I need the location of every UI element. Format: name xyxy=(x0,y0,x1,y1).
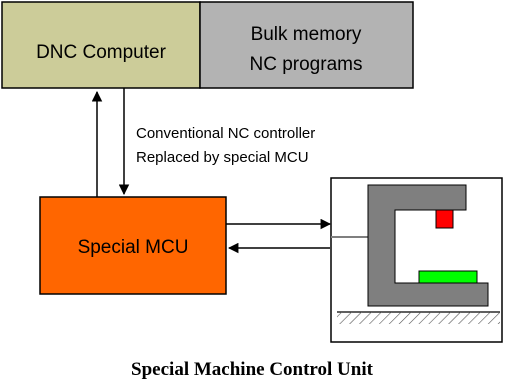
note-line2: Replaced by special MCU xyxy=(136,149,309,166)
tool-head xyxy=(435,209,454,229)
special-mcu-label: Special MCU xyxy=(78,237,189,258)
bulk-memory-box xyxy=(199,1,414,89)
workpiece xyxy=(418,270,478,284)
bulk-memory-label-line2: NC programs xyxy=(250,54,363,75)
special-mcu-box xyxy=(39,196,227,295)
ground-hatch xyxy=(337,312,500,324)
dnc-computer-box xyxy=(1,1,201,89)
dnc-computer-label: DNC Computer xyxy=(36,42,167,63)
note-line1: Conventional NC controller xyxy=(136,125,315,142)
bulk-memory-label-line1: Bulk memory xyxy=(251,24,362,45)
machine-c-frame xyxy=(367,184,489,307)
diagram-caption: Special Machine Control Unit xyxy=(131,359,374,380)
